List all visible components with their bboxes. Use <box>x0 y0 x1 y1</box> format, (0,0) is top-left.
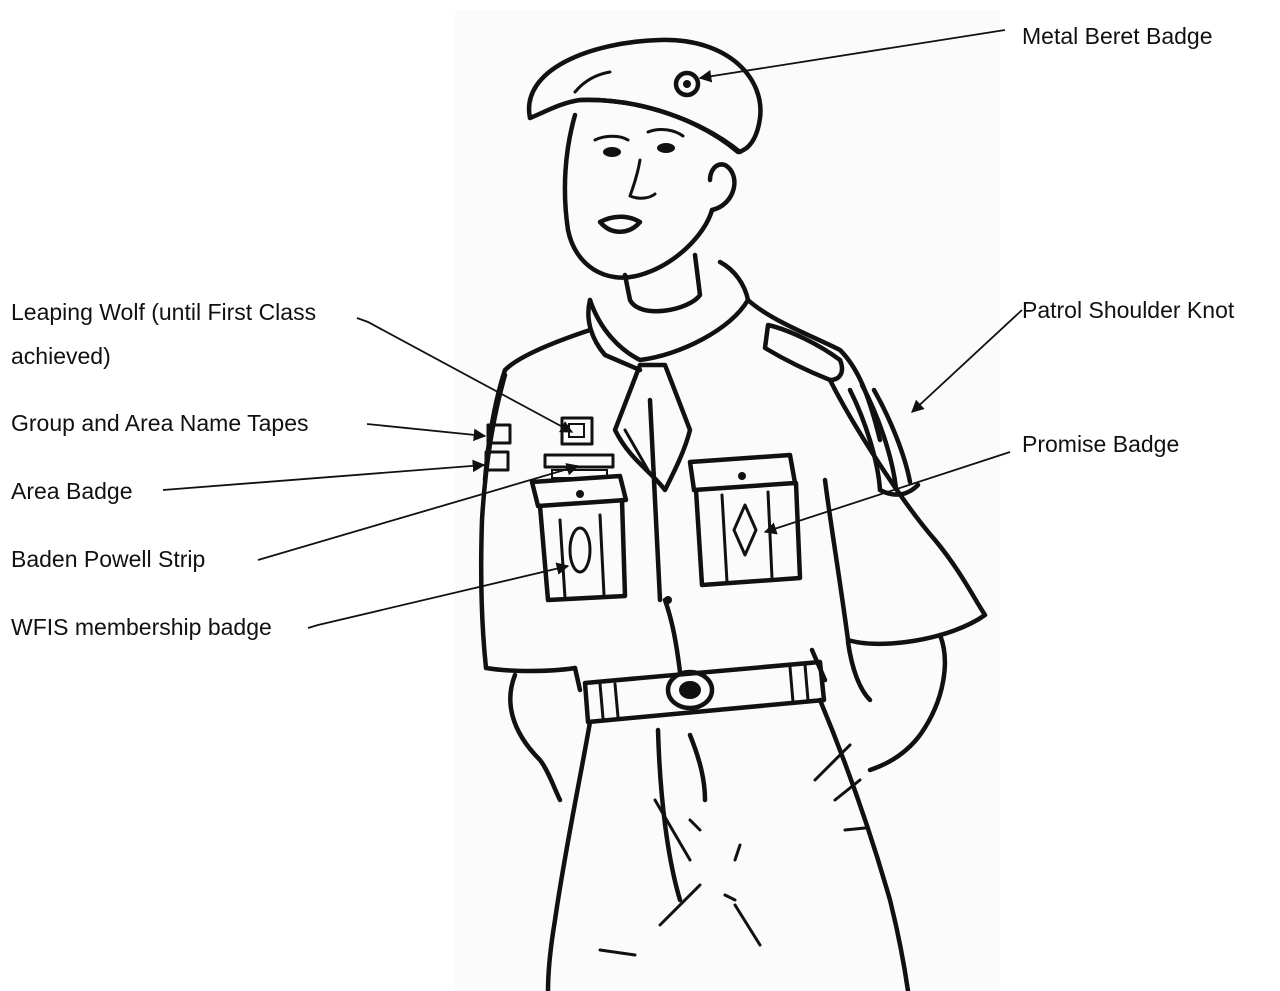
label-metal-beret-badge: Metal Beret Badge <box>1022 20 1213 52</box>
label-baden-powell-strip: Baden Powell Strip <box>11 543 205 575</box>
label-leaping-wolf-line2: achieved) <box>11 340 111 372</box>
label-area-badge: Area Badge <box>11 475 132 507</box>
label-wfis-membership-badge: WFIS membership badge <box>11 611 272 643</box>
leader-area-badge <box>163 465 484 490</box>
label-leaping-wolf-line1: Leaping Wolf (until First Class <box>11 296 316 328</box>
label-group-area-name-tapes: Group and Area Name Tapes <box>11 407 308 439</box>
label-patrol-shoulder-knot: Patrol Shoulder Knot <box>1022 294 1234 326</box>
label-promise-badge: Promise Badge <box>1022 428 1179 460</box>
